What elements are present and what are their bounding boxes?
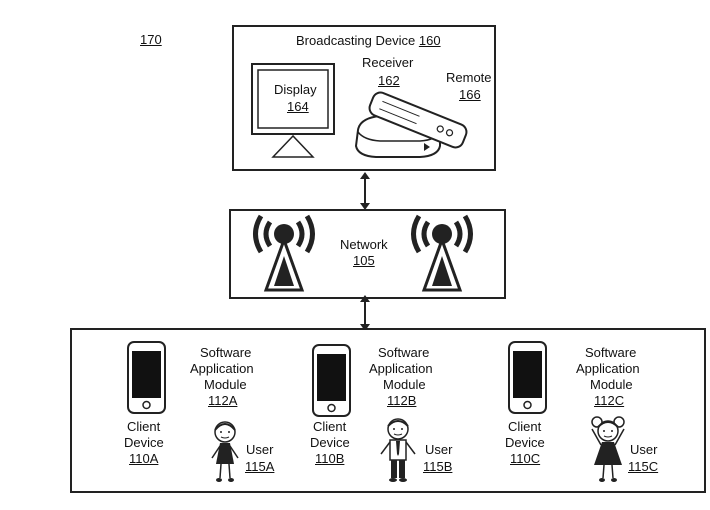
module-label-a-2: Application: [190, 361, 254, 376]
module-label-b-1: Software: [378, 345, 430, 360]
remote-control-icon: [368, 91, 468, 149]
client-device-ref-c: 110C: [510, 451, 541, 466]
user-label-c: User: [630, 442, 658, 457]
module-ref-a: 112A: [208, 393, 238, 408]
broadcast-network-connector: [360, 172, 370, 210]
user-ref-c: 115C: [628, 459, 659, 474]
smartphone-icon-a: [127, 341, 166, 414]
module-ref-b: 112B: [387, 393, 417, 408]
client-device-ref-b: 110B: [315, 451, 345, 466]
client-device-label-a-2: Device: [124, 435, 164, 450]
client-device-label-c: Client: [508, 419, 542, 434]
display-label: Display: [274, 82, 317, 97]
client-device-label-a: Client: [127, 419, 161, 434]
module-label-b-2: Application: [369, 361, 433, 376]
module-label-c-2: Application: [576, 361, 640, 376]
module-label-c-1: Software: [585, 345, 637, 360]
client-device-label-b: Client: [313, 419, 347, 434]
broadcasting-device-title: Broadcasting Device 160: [296, 33, 441, 49]
display-ref: 164: [287, 99, 309, 114]
module-ref-c: 112C: [594, 393, 625, 408]
user-girl-icon-a: [211, 421, 239, 482]
client-device-ref-a: 110A: [129, 451, 159, 466]
module-label-c-3: Module: [590, 377, 633, 392]
user-label-b: User: [425, 442, 453, 457]
user-ref-a: 115A: [245, 459, 275, 474]
display-monitor-icon: [251, 63, 335, 158]
user-label-a: User: [246, 442, 274, 457]
user-boy-icon-b: [380, 418, 416, 482]
broadcast-tower-icon-left: [253, 214, 315, 292]
receiver-ref: 162: [378, 73, 400, 88]
broadcast-tower-icon-right: [411, 214, 473, 292]
broadcasting-device-ref: 160: [418, 33, 441, 48]
receiver-label: Receiver: [362, 55, 414, 70]
user-girl-icon-c: [591, 416, 625, 482]
client-device-label-b-2: Device: [310, 435, 350, 450]
network-ref: 105: [353, 253, 375, 268]
remote-label: Remote: [446, 70, 492, 85]
remote-ref: 166: [459, 87, 481, 102]
broadcasting-device-label: Broadcasting Device: [296, 33, 416, 48]
user-ref-b: 115B: [423, 459, 453, 474]
figure-reference: 170: [140, 32, 162, 47]
clients-box: [70, 328, 706, 493]
module-label-a-1: Software: [200, 345, 252, 360]
module-label-a-3: Module: [204, 377, 247, 392]
module-label-b-3: Module: [383, 377, 426, 392]
smartphone-icon-b: [312, 344, 351, 417]
client-device-label-c-2: Device: [505, 435, 545, 450]
network-label: Network: [340, 237, 388, 252]
network-clients-connector: [360, 295, 370, 331]
smartphone-icon-c: [508, 341, 547, 414]
